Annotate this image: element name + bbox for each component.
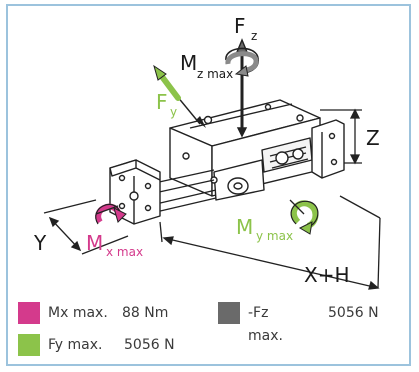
- my-moment-arrow: [289, 199, 319, 235]
- mx-label: M: [86, 231, 103, 255]
- mx-legend-value: 88 Nm: [122, 305, 169, 321]
- my-label-sub: y max: [256, 229, 293, 243]
- y-dimension-label: Y: [33, 231, 47, 255]
- fy-force-arrow: [153, 64, 206, 128]
- mz-label: M: [180, 51, 197, 75]
- y-dimension: [43, 199, 129, 255]
- fy-label: F: [156, 90, 168, 114]
- mx-moment-arrow: [95, 203, 127, 225]
- fz-legend-value: 5056 N: [328, 305, 379, 321]
- fy-legend-label: Fy max.: [48, 337, 103, 353]
- z-dimension-label: Z: [366, 126, 380, 150]
- mz-label-sub: z max: [197, 67, 233, 81]
- fz-legend-swatch: [218, 302, 240, 324]
- mx-label-sub: x max: [106, 245, 143, 259]
- fz-label-sub: z: [251, 29, 257, 43]
- actuator-body: [169, 99, 321, 201]
- mx-legend-label: Mx max.: [48, 305, 108, 321]
- xh-dimension-label: X+H: [304, 263, 350, 287]
- end-plate-left: [109, 159, 217, 225]
- my-label: M: [236, 215, 253, 239]
- fz-label: F: [234, 14, 246, 38]
- diagram-labels: F z M z max F y Z Y M x max M y max X+H: [33, 14, 380, 287]
- mx-legend-swatch: [18, 302, 40, 324]
- fz-legend-label-max: max.: [248, 328, 283, 344]
- end-plate-right: [311, 119, 345, 179]
- fy-legend-value: 5056 N: [124, 337, 175, 353]
- xh-dimension: [159, 195, 381, 290]
- fz-legend-label: -Fz: [248, 305, 269, 321]
- fy-legend-swatch: [18, 334, 40, 356]
- fy-label-sub: y: [170, 105, 177, 119]
- mz-moment-arrow: [225, 47, 259, 77]
